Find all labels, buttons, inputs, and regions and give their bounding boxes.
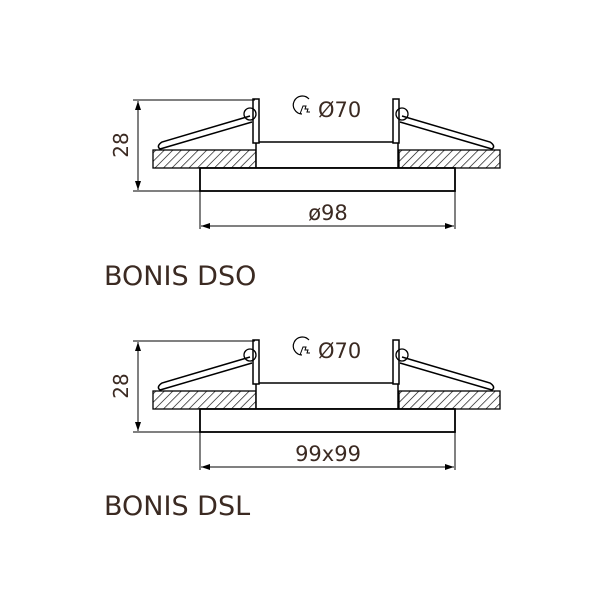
height-dimension: 28 (109, 132, 133, 157)
outer-dimension: 99x99 (295, 442, 361, 466)
outer-dimension: ø98 (308, 201, 348, 225)
drawing-bonis-dso: 28 Ø70 ø98 BONIS DSO (104, 95, 501, 292)
cutout-dimension: Ø70 (318, 339, 361, 363)
cutout-dimension: Ø70 (318, 98, 361, 122)
product-name: BONIS DSO (104, 261, 256, 292)
product-name: BONIS DSL (104, 491, 250, 522)
drawing-bonis-dsl: 28 Ø70 99x99 BONIS DSL (104, 336, 501, 522)
height-dimension: 28 (109, 373, 133, 398)
